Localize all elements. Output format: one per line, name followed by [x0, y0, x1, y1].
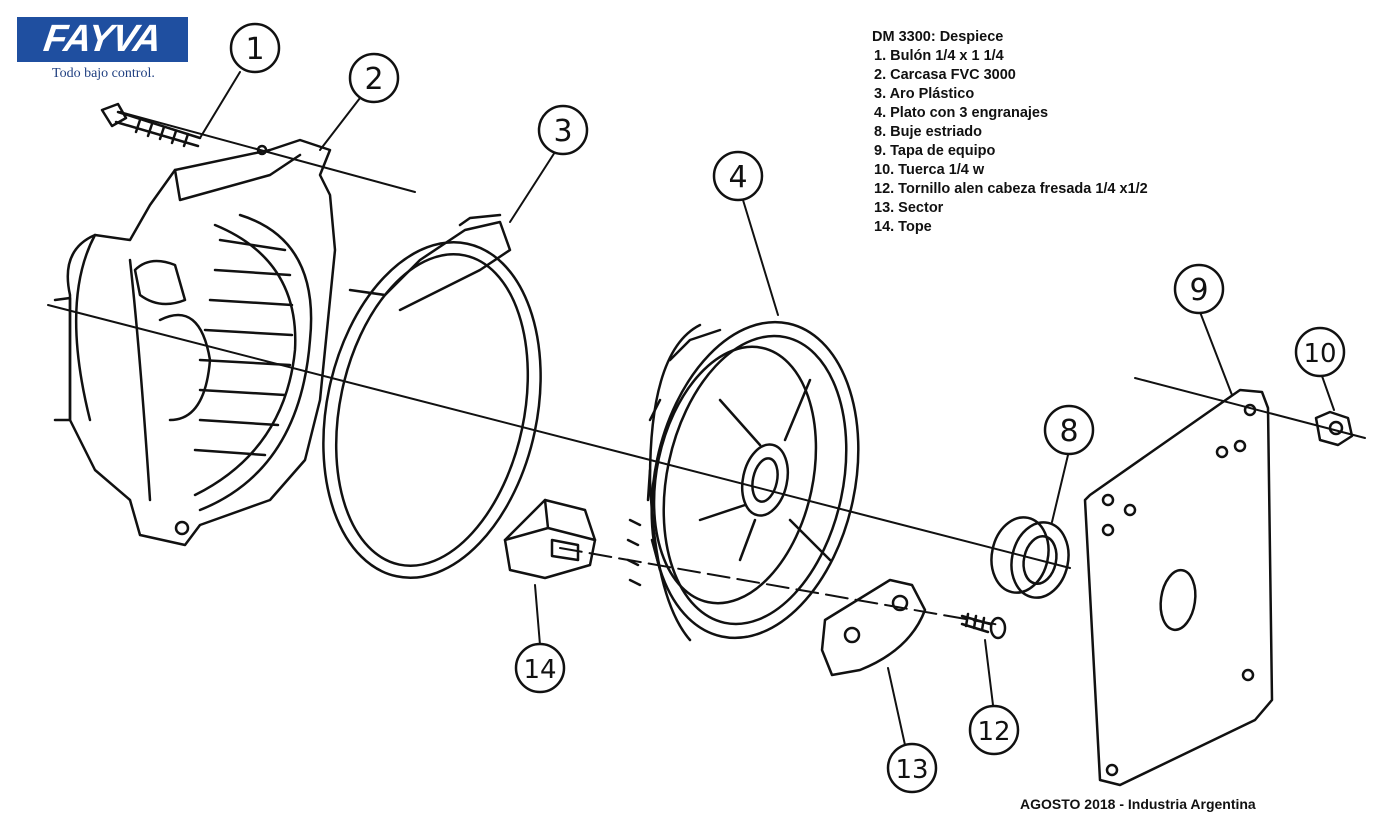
callout-8: 8	[1043, 404, 1095, 456]
footer-note: AGOSTO 2018 - Industria Argentina	[1020, 796, 1256, 812]
part-9-cover	[1083, 388, 1274, 787]
callout-2: 2	[348, 52, 400, 104]
part-3-ring	[322, 213, 542, 579]
legend-item-14: 14. Tope	[874, 219, 932, 235]
legend-item-2: 2. Carcasa FVC 3000	[874, 67, 1016, 83]
callout-14-label: 14	[523, 655, 556, 685]
part-14-stop	[503, 498, 597, 580]
callout-4-label: 4	[728, 160, 747, 195]
callout-9: 9	[1173, 263, 1225, 315]
parts-legend: DM 3300: Despiece 1. Bulón 1/4 x 1 1/4 2…	[872, 28, 1148, 237]
part-8-bushing	[990, 516, 1070, 599]
brand-logo: FAYVA	[17, 17, 188, 62]
callout-3: 3	[537, 104, 589, 156]
callout-8-label: 8	[1059, 414, 1078, 449]
callout-2-label: 2	[364, 62, 383, 97]
legend-item-8: 8. Buje estriado	[874, 124, 982, 140]
legend-item-3: 3. Aro Plástico	[874, 86, 975, 102]
callout-13: 13	[886, 742, 938, 794]
callout-1: 1	[229, 22, 281, 74]
legend-item-1: 1. Bulón 1/4 x 1 1/4	[874, 48, 1004, 64]
leader-lines	[199, 71, 1335, 746]
callout-12: 12	[968, 704, 1020, 756]
brand-tagline: Todo bajo control.	[52, 66, 155, 81]
part-2-housing	[53, 138, 337, 547]
axis-lines	[47, 111, 1366, 626]
legend-item-10: 10. Tuerca 1/4 w	[874, 162, 985, 178]
callout-12-label: 12	[977, 717, 1010, 747]
callout-14: 14	[514, 642, 566, 694]
legend-item-4: 4. Plato con 3 engranajes	[874, 105, 1049, 121]
part-1-bolt	[100, 102, 202, 148]
part-10-nut	[1314, 410, 1354, 447]
legend-item-9: 9. Tapa de equipo	[874, 143, 996, 159]
legend-title: DM 3300: Despiece	[872, 29, 1004, 45]
callout-1-label: 1	[245, 32, 264, 67]
legend-item-12: 12. Tornillo alen cabeza fresada 1/4 x1/…	[874, 181, 1148, 197]
part-4-plate	[626, 320, 860, 642]
callout-9-label: 9	[1189, 273, 1208, 308]
callout-10-label: 10	[1303, 339, 1336, 369]
legend-item-13: 13. Sector	[874, 200, 944, 216]
callout-3-label: 3	[553, 114, 572, 149]
part-13-sector	[820, 578, 927, 677]
callout-10: 10	[1294, 326, 1346, 378]
callout-4: 4	[712, 150, 764, 202]
callout-13-label: 13	[895, 755, 928, 785]
callouts: 1 2 3 4 8 9 10	[229, 22, 1346, 794]
part-12-screw	[960, 612, 1007, 640]
